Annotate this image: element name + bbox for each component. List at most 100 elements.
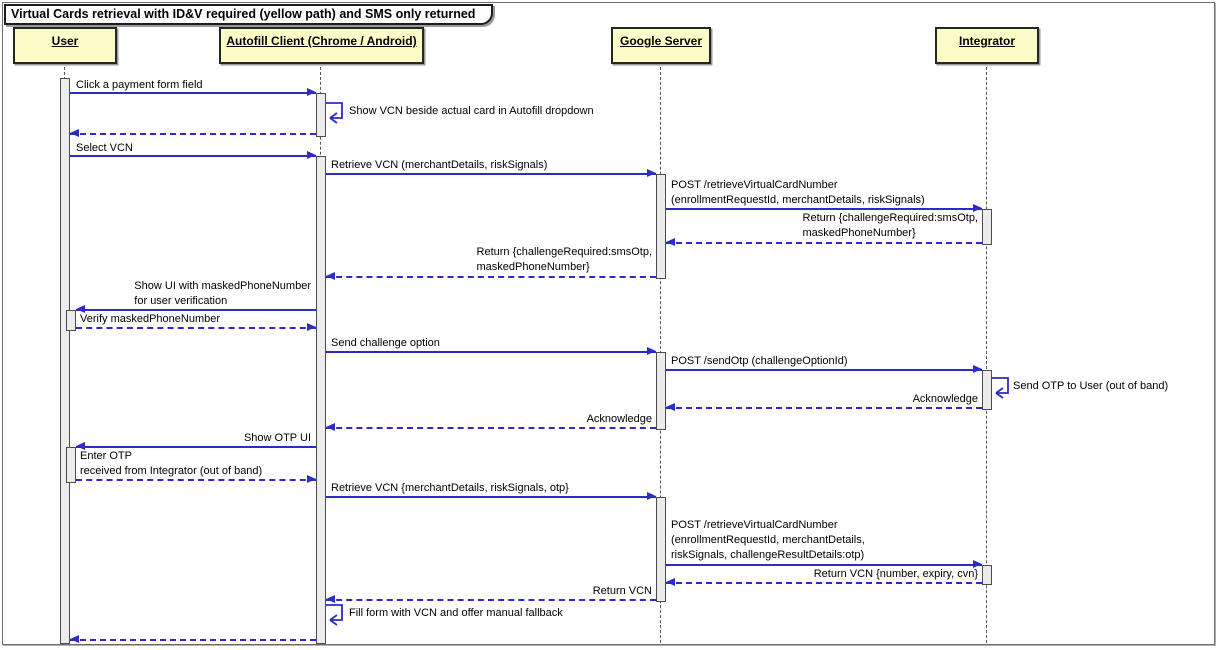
message-label-line: maskedPhoneNumber} [476,261,590,273]
self-message-hook-send-otp-out-of-band [992,377,1009,399]
message-label-retrieve-vcn-2: Retrieve VCN {merchantDetails, riskSigna… [331,481,569,496]
message-label-line: (enrollmentRequestId, merchantDetails, [671,534,865,546]
activation-bar-integrator-10 [982,565,992,585]
message-label-line: POST /retrieveVirtualCardNumber [671,179,838,191]
message-label-line: Enter OTP [80,450,132,462]
message-label-line: POST /sendOtp (challengeOptionId) [671,355,848,367]
message-line-select-vcn [70,155,316,157]
message-arrowhead-select-vcn [307,151,316,159]
message-line-return-challenge-required-integrator [666,242,982,244]
message-label-line: Fill form with VCN and offer manual fall… [349,607,563,619]
participant-label-autofill-client: Autofill Client (Chrome / Android) [226,34,417,48]
message-line-post-retrieve-vcn-2 [666,564,982,566]
message-line-retrieve-vcn-1 [326,173,656,175]
lifeline-integrator [986,62,987,643]
activation-bar-user-0 [60,78,70,644]
message-line-send-challenge-option [326,351,656,353]
message-line-acknowledge-google [326,427,656,429]
message-label-select-vcn: Select VCN [76,141,133,156]
message-arrowhead-post-retrieve-vcn-2 [973,560,982,568]
message-arrowhead-post-send-otp [973,365,982,373]
participant-box-integrator: Integrator [935,27,1039,64]
activation-bar-integrator-8 [982,209,992,245]
message-label-line: Show VCN beside actual card in Autofill … [349,105,594,117]
participant-box-user: User [13,27,117,64]
message-label-line: Show OTP UI [243,432,311,444]
message-arrowhead-return-dropdown-shown [70,129,79,137]
participant-label-google-server: Google Server [619,34,703,48]
message-label-line: Verify maskedPhoneNumber [80,313,221,325]
message-label-line: Send challenge option [331,337,440,349]
activation-bar-integrator-9 [982,370,992,410]
self-message-hook-fill-form-with-vcn [326,604,343,626]
message-label-post-retrieve-vcn-1: POST /retrieveVirtualCardNumber (enrollme… [671,178,925,208]
activation-bar-google-server-7 [656,497,666,602]
message-line-return-to-user-final [70,639,316,641]
message-label-line: Acknowledge [586,413,652,425]
participant-label-integrator: Integrator [958,34,1015,48]
message-label-line: Return {challengeRequired:smsOtp, [476,246,652,258]
message-label-click-payment-form-field: Click a payment form field [76,78,203,93]
message-label-line: Acknowledge [912,393,978,405]
message-arrowhead-return-to-user-final [70,635,79,643]
participant-label-user: User [51,34,79,48]
message-line-click-payment-form-field [70,92,316,94]
message-arrowhead-return-challenge-required-google [326,272,335,280]
message-label-verify-masked-phone: Verify maskedPhoneNumber [80,312,220,327]
message-arrowhead-return-vcn [326,595,335,603]
diagram-frame [2,2,1215,645]
message-arrowhead-show-masked-phone-ui [76,305,85,313]
message-line-post-send-otp [666,369,982,371]
message-label-show-vcn-in-dropdown: Show VCN beside actual card in Autofill … [349,104,594,119]
diagram-title: Virtual Cards retrieval with ID&V requir… [11,7,476,21]
participant-box-autofill-client: Autofill Client (Chrome / Android) [219,27,424,64]
message-label-line: Retrieve VCN (merchantDetails, riskSigna… [331,159,548,171]
message-arrowhead-acknowledge-google [326,423,335,431]
activation-bar-autofill-client-3 [316,93,326,137]
message-label-enter-otp: Enter OTP received from Integrator (out o… [80,449,262,479]
message-label-line: received from Integrator (out of band) [80,465,263,477]
message-label-line: Click a payment form field [76,79,203,91]
message-line-show-masked-phone-ui [76,309,316,311]
message-label-send-challenge-option: Send challenge option [331,336,440,351]
message-arrowhead-verify-masked-phone [307,323,316,331]
message-label-acknowledge-google: Acknowledge [587,412,652,427]
message-arrowhead-show-otp-ui [76,442,85,450]
activation-bar-autofill-client-4 [316,156,326,644]
message-label-line: riskSignals, challengeResultDetails:otp) [671,549,865,561]
message-line-return-dropdown-shown [70,133,316,135]
message-label-return-vcn-details: Return VCN {number, expiry, cvn} [814,567,978,582]
message-label-return-vcn: Return VCN [593,584,652,599]
message-label-line: for user verification [134,295,228,307]
message-label-return-challenge-required-google: Return {challengeRequired:smsOtp, maskedP… [477,245,652,275]
activation-bar-user-2 [66,447,76,483]
message-line-show-otp-ui [76,446,316,448]
activation-bar-user-1 [66,310,76,331]
message-line-post-retrieve-vcn-1 [666,208,982,210]
message-line-verify-masked-phone [76,327,316,329]
message-label-return-challenge-required-integrator: Return {challengeRequired:smsOtp,maskedP… [803,211,978,241]
message-label-show-otp-ui: Show OTP UI [244,431,311,446]
message-label-line: Send OTP to User (out of band) [1013,380,1169,392]
message-label-line: maskedPhoneNumber} [802,227,916,239]
message-label-post-retrieve-vcn-2: POST /retrieveVirtualCardNumber(enrollme… [671,518,865,563]
message-arrowhead-acknowledge-integrator [666,403,675,411]
message-line-acknowledge-integrator [666,407,982,409]
message-arrowhead-return-vcn-details [666,578,675,586]
message-arrowhead-retrieve-vcn-1 [647,169,656,177]
self-message-hook-show-vcn-in-dropdown [326,102,343,124]
message-arrowhead-return-challenge-required-integrator [666,238,675,246]
activation-bar-google-server-6 [656,352,666,430]
message-line-return-vcn [326,599,656,601]
message-label-acknowledge-integrator: Acknowledge [913,392,978,407]
message-label-post-send-otp: POST /sendOtp (challengeOptionId) [671,354,848,369]
message-label-send-otp-out-of-band: Send OTP to User (out of band) [1013,379,1168,394]
message-label-line: (enrollmentRequestId, merchantDetails, r… [671,194,925,206]
diagram-title-box: Virtual Cards retrieval with ID&V requir… [4,4,494,25]
message-label-line: Select VCN [76,142,133,154]
message-line-return-challenge-required-google [326,276,656,278]
message-label-line: Retrieve VCN {merchantDetails, riskSigna… [331,482,569,494]
message-label-line: Return VCN [592,585,652,597]
